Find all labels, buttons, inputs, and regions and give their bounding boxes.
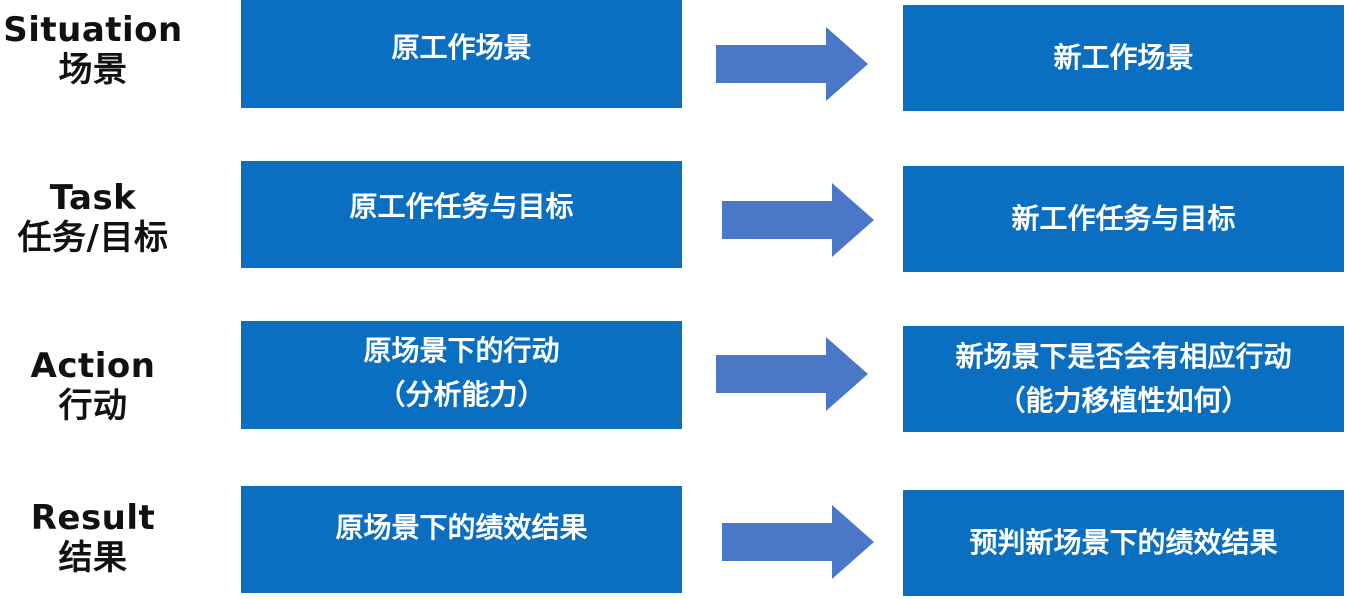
- original-situation-text: 原工作场景: [391, 31, 532, 64]
- new-action-text-line2: （能力移植性如何）: [997, 384, 1250, 417]
- row-label-situation-zh: 场景: [58, 50, 128, 90]
- row-label-action: Action 行动: [0, 346, 186, 426]
- situation-arrow: [716, 27, 868, 101]
- original-result-box: 原场景下的绩效结果: [241, 486, 682, 593]
- arrow-right-icon: [716, 337, 868, 411]
- result-arrow: [722, 505, 874, 579]
- new-result-text: 预判新场景下的绩效结果: [969, 526, 1278, 559]
- new-task-box: 新工作任务与目标: [903, 166, 1344, 272]
- row-label-situation-en: Situation: [3, 10, 183, 50]
- row-label-action-en: Action: [30, 346, 156, 386]
- new-situation-text: 新工作场景: [1053, 41, 1194, 74]
- original-action-box: 原场景下的行动 （分析能力）: [241, 321, 682, 429]
- original-action-text-line1: 原场景下的行动: [363, 334, 560, 367]
- new-action-box: 新场景下是否会有相应行动 （能力移植性如何）: [903, 326, 1344, 432]
- row-label-task: Task 任务/目标: [0, 178, 186, 258]
- row-label-action-zh: 行动: [58, 386, 128, 426]
- new-result-box: 预判新场景下的绩效结果: [903, 490, 1344, 596]
- original-task-box: 原工作任务与目标: [241, 161, 682, 268]
- new-task-text: 新工作任务与目标: [1011, 202, 1236, 235]
- action-arrow: [716, 337, 868, 411]
- original-task-text: 原工作任务与目标: [349, 190, 574, 223]
- new-situation-box: 新工作场景: [903, 5, 1344, 111]
- row-label-task-zh: 任务/目标: [17, 218, 169, 258]
- original-situation-box: 原工作场景: [241, 0, 682, 108]
- row-label-task-en: Task: [49, 178, 137, 218]
- row-label-result-zh: 结果: [58, 538, 128, 578]
- original-action-text-line2: （分析能力）: [377, 378, 546, 411]
- task-arrow: [722, 183, 874, 257]
- row-label-situation: Situation 场景: [0, 10, 186, 90]
- arrow-right-icon: [722, 183, 874, 257]
- arrow-right-icon: [722, 505, 874, 579]
- original-result-text: 原场景下的绩效结果: [335, 511, 588, 544]
- row-label-result: Result 结果: [0, 498, 186, 578]
- row-label-result-en: Result: [30, 498, 156, 538]
- arrow-right-icon: [716, 27, 868, 101]
- new-action-text-line1: 新场景下是否会有相应行动: [955, 340, 1292, 373]
